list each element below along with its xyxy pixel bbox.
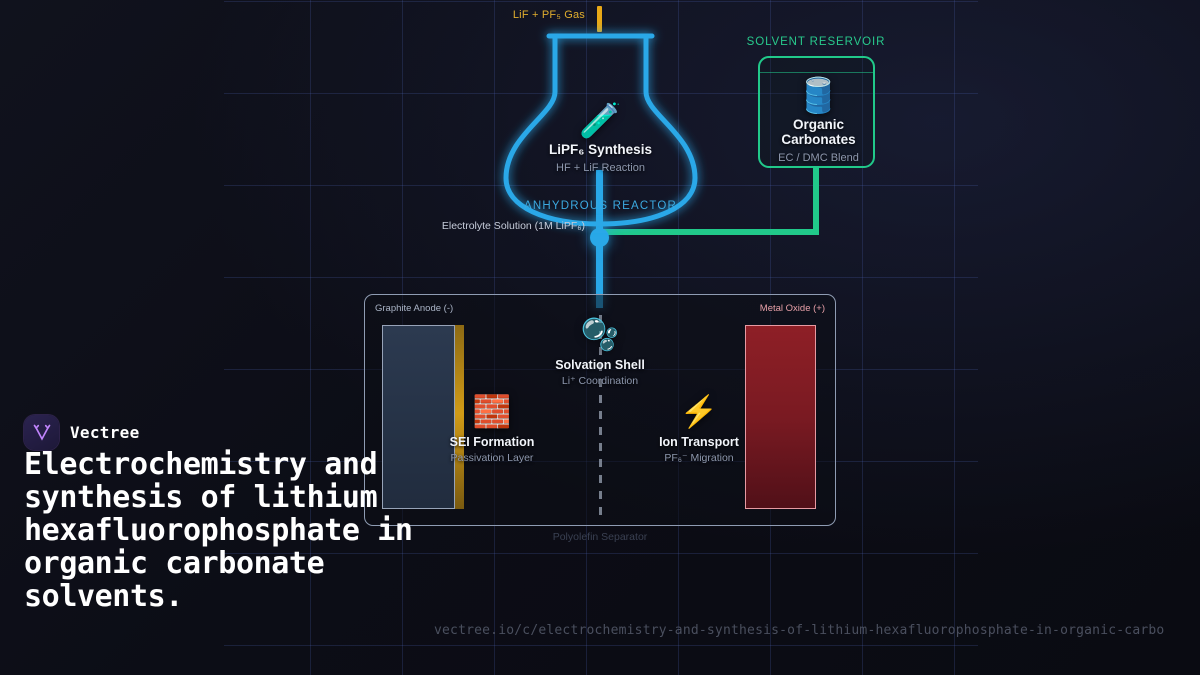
ion-transport-subtitle: PF₆⁻ Migration <box>664 452 734 464</box>
solvent-pipe-vertical <box>813 168 819 232</box>
cell-item-solvation-shell[interactable]: 🫧 Solvation Shell Li⁺ Coordination <box>525 317 675 388</box>
solvent-pipe-horizontal <box>600 229 819 235</box>
cathode-label: Metal Oxide (+) <box>759 303 825 314</box>
electrolyte-flow-label: Electrolyte Solution (1M LiPF₆) <box>441 220 585 232</box>
reservoir-caption: SOLVENT RESERVOIR <box>746 36 886 48</box>
cathode-electrode <box>745 325 816 509</box>
reservoir-content: 🛢️ Organic Carbonates EC / DMC Blend <box>760 77 877 164</box>
bubbles-icon: 🫧 <box>580 317 620 352</box>
reservoir-title: Organic Carbonates <box>781 117 856 147</box>
separator-membrane <box>599 315 602 515</box>
barrel-icon: 🛢️ <box>797 77 840 115</box>
reactor-caption: ANHYDROUS REACTOR <box>523 200 678 212</box>
flask-outline-icon <box>503 33 698 227</box>
gas-outlet-label: LiF + PF₅ Gas <box>512 9 585 21</box>
anode-label: Graphite Anode (-) <box>375 303 454 314</box>
reactor-outflow-pipe-upper <box>596 170 603 242</box>
solvation-subtitle: Li⁺ Coordination <box>561 375 639 387</box>
sei-title: SEI Formation <box>449 435 535 449</box>
anode-current-collector <box>455 325 464 509</box>
reservoir-subtitle: EC / DMC Blend <box>778 152 859 164</box>
brick-wall-icon: 🧱 <box>472 394 512 429</box>
reactor-subtitle: HF + LiF Reaction <box>556 162 645 174</box>
gas-outlet-tick <box>597 6 602 32</box>
reservoir-divider <box>760 72 873 73</box>
anhydrous-reactor-node[interactable]: 🧪 LiPF₆ Synthesis HF + LiF Reaction ANHY… <box>498 30 703 227</box>
page-title: Electrochemistry and synthesis of lithiu… <box>24 447 413 614</box>
reactor-content: 🧪 LiPF₆ Synthesis HF + LiF Reaction <box>498 102 703 174</box>
cell-item-sei-formation[interactable]: 🧱 SEI Formation Passivation Layer <box>417 394 567 465</box>
brand-name: Vectree <box>70 423 140 442</box>
brand-block[interactable]: Vectree <box>24 415 140 450</box>
solvation-title: Solvation Shell <box>555 358 645 372</box>
vectree-glyph-icon <box>33 424 50 441</box>
test-tube-icon: 🧪 <box>579 102 622 140</box>
cell-item-ion-transport[interactable]: ⚡ Ion Transport PF₆⁻ Migration <box>624 394 774 465</box>
reactor-title: LiPF₆ Synthesis <box>549 142 652 157</box>
reactor-outflow-pipe-lower <box>596 236 603 308</box>
lightning-bolt-icon: ⚡ <box>679 394 719 429</box>
solvent-reservoir-node[interactable]: 🛢️ Organic Carbonates EC / DMC Blend <box>758 56 875 168</box>
footer-url: vectree.io/c/electrochemistry-and-synthe… <box>434 623 1165 638</box>
vectree-logo-icon <box>24 415 59 450</box>
battery-cell-container[interactable]: Graphite Anode (-) Metal Oxide (+) <box>364 294 836 526</box>
separator-label: Polyolefin Separator <box>552 531 648 543</box>
ion-transport-title: Ion Transport <box>659 435 739 449</box>
mixing-junction-node[interactable] <box>590 228 609 247</box>
anode-electrode <box>382 325 455 509</box>
sei-subtitle: Passivation Layer <box>450 452 534 464</box>
